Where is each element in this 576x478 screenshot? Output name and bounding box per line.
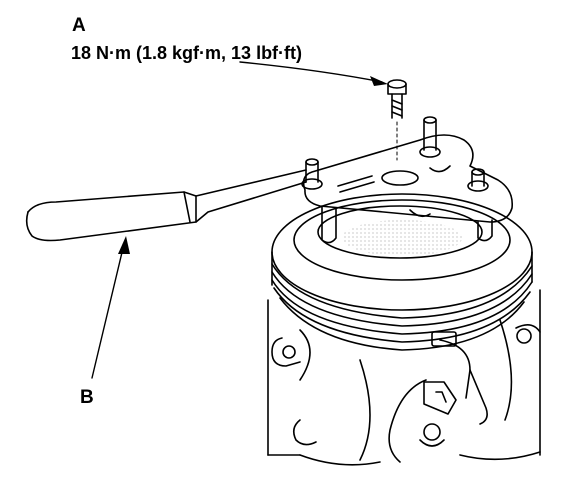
arrowhead-a — [370, 76, 388, 86]
arrowhead-b — [118, 236, 130, 254]
pulley-shading — [342, 220, 462, 256]
holder-plate — [301, 116, 514, 244]
bolt — [387, 79, 407, 161]
wire-harness — [388, 331, 488, 463]
callout-letter-b: B — [80, 387, 94, 408]
compressor-body — [267, 289, 541, 466]
callout-letter-a: A — [72, 15, 86, 36]
leader-arrow-b — [91, 243, 125, 379]
pulley — [271, 193, 533, 351]
wrench-handle — [25, 169, 307, 242]
torque-spec: 18 N·m (1.8 kgf·m, 13 lbf·ft) — [71, 43, 303, 63]
leader-arrow-a — [239, 61, 383, 83]
